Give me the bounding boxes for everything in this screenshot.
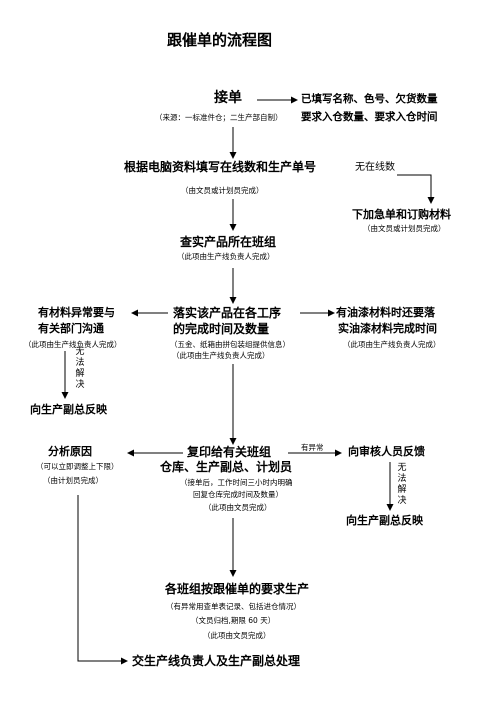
step-produce: 各班组按跟催单的要求生产 [165,582,310,596]
step-produce-note-1: （有异常用查单表记录、包括进仓情况） [166,602,301,611]
step-fill-online: 根据电脑资料填写在线数和生产单号 [124,160,317,174]
step-copy-line-2: 仓库、生产副总、计划员 [160,460,293,474]
step-analyze: 分析原因 [48,445,92,458]
step-check-note: （此项由生产线负责人完成） [177,252,275,261]
page-title: 跟催单的流程图 [167,31,273,49]
step-analyze-note-1: （可以立即调整上下限） [36,462,119,471]
label-unresolved-right: 无法解决 [397,463,407,506]
receive-right-line-1: 已填写名称、色号、欠货数量 [301,93,438,105]
step-produce-note-2: （文员归档,期限 60 天） [191,616,276,625]
label-unresolved-left: 无法解决 [75,347,85,390]
label-no-online: 无在线数 [355,162,395,173]
left-material-note: （此项由生产线负责人完成） [24,340,122,349]
step-report-left: 向生产副总反映 [30,403,107,416]
step-copy-note-1: （接单后，工作时间三小时内明确 [180,478,293,487]
step-audit-feedback: 向审核人员反馈 [348,445,425,458]
step-copy-note-2: 回复仓库完成时间及数量） [193,490,283,499]
step-copy-note-3: （此项由文员完成） [204,503,272,512]
step-implement-note-1: （五金、纸箱由拼包装组提供信息） [170,340,290,349]
step-receive-note: （来源：一标准件仓；二生产部自制） [155,113,283,122]
right-paint-line-1: 有油漆材料时还要落 [336,306,435,319]
right-paint-line-2: 实油漆材料完成时间 [338,322,437,335]
step-final-handover: 交生产线负责人及生产副总处理 [132,654,301,668]
step-copy-line-1: 复印给有关班组 [187,445,272,459]
label-abnormal: 有异常 [301,443,324,452]
arrow-fill-to-urgent [397,174,435,204]
step-implement-note-2: （此项由生产线负责人完成） [172,351,270,360]
step-implement-line-1: 落实该产品在各工序 [173,306,282,320]
step-fill-note: （由文员或计划员完成） [181,186,264,195]
step-check-team: 查实产品所在班组 [180,235,277,249]
step-receive: 接单 [214,90,242,106]
receive-right-line-2: 要求入仓数量、要求入仓时间 [301,111,438,123]
arrow-analyze-to-final [77,495,128,665]
left-material-line-1: 有材料异常要与 [38,306,115,319]
step-urgent-order: 下加急单和订购材料 [352,208,451,221]
step-implement-line-2: 的完成时间及数量 [173,322,270,336]
step-report-right: 向生产副总反映 [346,514,423,527]
left-material-line-2: 有关部门沟通 [38,322,104,335]
step-produce-note-3: （此项由文员完成） [203,631,271,640]
step-urgent-note: （由文员或计划员完成） [363,224,446,233]
right-paint-note: （此项由生产线负责人完成） [343,340,441,349]
step-analyze-note-2: （由计划员完成） [43,476,103,485]
